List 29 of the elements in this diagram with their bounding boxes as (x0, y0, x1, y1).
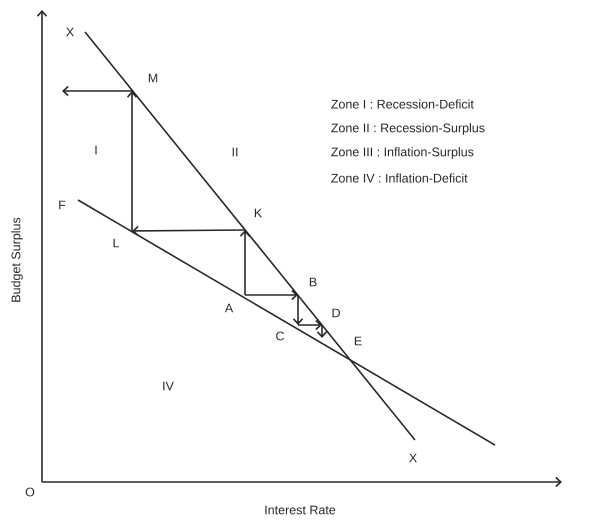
legend-text: Zone I : Recession-Deficit (331, 99, 474, 109)
arrow (316, 325, 328, 338)
arrow (245, 290, 298, 300)
axis-label: O (26, 488, 34, 496)
point-label: D (332, 308, 340, 318)
curve-label: X (409, 454, 417, 462)
point-label: A (224, 304, 234, 312)
curve-label: II (232, 148, 238, 156)
point-label: L (114, 238, 120, 248)
arrow (132, 226, 246, 236)
arrow (126, 91, 138, 231)
legend-text: Zone III : Inflation-Surplus (331, 147, 474, 159)
point-label: B (310, 278, 317, 286)
point-label: K (254, 208, 262, 218)
axis-label: Budget Surplus (11, 218, 23, 302)
curve-label: F (59, 200, 66, 210)
curve-label: IV (163, 382, 174, 390)
legend-text: Zone IV : Inflation-Deficit (331, 173, 468, 183)
curve-label: X (66, 28, 74, 36)
arrow (298, 320, 322, 330)
axis-label: Interest Rate (265, 506, 336, 514)
point-label: M (148, 74, 158, 82)
curve-label: I (95, 146, 97, 154)
arrow (240, 230, 250, 295)
point-label: C (276, 332, 284, 340)
legend-text: Zone II : Recession-Surplus (331, 123, 485, 135)
point-label: E (354, 336, 362, 346)
arrow (62, 86, 132, 96)
arrow (292, 295, 304, 325)
